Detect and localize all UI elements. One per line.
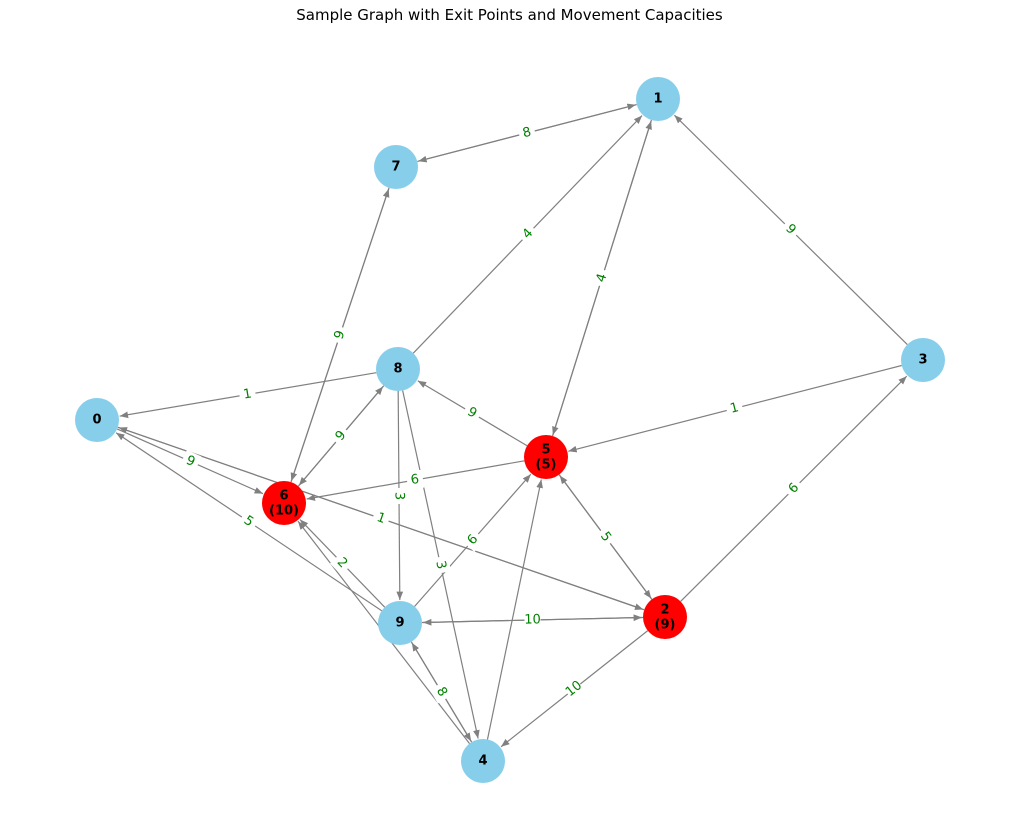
node-9: 9 — [378, 601, 422, 645]
node-circle — [461, 739, 505, 783]
node-label: 4 — [478, 754, 487, 769]
node-circle — [901, 338, 945, 382]
node-label: 6 — [279, 489, 288, 504]
node-circle — [378, 601, 422, 645]
node-6: 6(10) — [262, 481, 306, 525]
node-circle — [374, 145, 418, 189]
node-5: 5(5) — [524, 435, 568, 479]
node-4: 4 — [461, 739, 505, 783]
node-label: 3 — [918, 353, 927, 368]
node-label: 2 — [660, 603, 669, 618]
edge-label-5-6: 6 — [405, 469, 425, 491]
exit-node-circle — [524, 435, 568, 479]
chart-title: Sample Graph with Exit Points and Moveme… — [296, 6, 723, 24]
node-label: 1 — [653, 92, 662, 107]
svg-text:10: 10 — [563, 678, 585, 700]
edge-label-8-9: 3 — [389, 487, 409, 505]
node-1: 1 — [636, 77, 680, 121]
edge-labels-layer: 8424991991659153362108610 — [179, 122, 807, 704]
edge-label-3-5: 1 — [724, 397, 745, 420]
svg-text:1: 1 — [729, 400, 741, 417]
svg-text:6: 6 — [410, 472, 421, 488]
node-circle — [376, 347, 420, 391]
edge-label-2-3: 6 — [781, 476, 807, 501]
node-label: 9 — [395, 616, 404, 631]
exit-node-circle — [643, 595, 687, 639]
svg-text:1: 1 — [242, 386, 253, 402]
edge-label-8-4: 3 — [430, 555, 451, 575]
node-capacity: (9) — [655, 618, 676, 633]
svg-text:3: 3 — [432, 559, 448, 570]
edge-label-8-6: 9 — [328, 424, 354, 448]
edge-label-5-8: 9 — [460, 401, 484, 425]
node-label: 7 — [391, 160, 400, 175]
nodes-layer: 012(9)345(5)6(10)789 — [75, 77, 945, 783]
edge-label-9-5: 6 — [460, 528, 486, 552]
node-2: 2(9) — [643, 595, 687, 639]
edge-label-1-7: 8 — [516, 122, 538, 144]
edge-label-9-2: 10 — [524, 610, 541, 630]
edge-label-6-7: 9 — [328, 324, 352, 346]
node-capacity: (5) — [536, 458, 557, 473]
node-label: 0 — [92, 413, 101, 428]
node-label: 5 — [541, 443, 550, 458]
edges-layer — [115, 103, 908, 748]
edge-label-0-2: 1 — [370, 507, 392, 530]
edge-label-3-1: 9 — [778, 217, 803, 242]
edge-label-5-2: 5 — [593, 525, 618, 549]
edge-label-9-6: 2 — [329, 550, 355, 576]
edge-label-9-4: 8 — [429, 680, 454, 704]
svg-text:3: 3 — [391, 492, 406, 500]
node-8: 8 — [376, 347, 420, 391]
node-capacity: (10) — [269, 504, 299, 519]
node-label: 8 — [393, 362, 402, 377]
svg-text:10: 10 — [524, 612, 541, 627]
edge-label-2-4: 10 — [562, 676, 586, 702]
node-circle — [75, 398, 119, 442]
edge-4-to-5 — [486, 479, 543, 740]
edge-label-9-0: 5 — [236, 509, 261, 534]
edge-label-0-6: 9 — [179, 450, 202, 473]
edge-label-8-1: 4 — [515, 221, 541, 247]
edge-label-1-5: 4 — [591, 267, 613, 289]
exit-node-circle — [262, 481, 306, 525]
node-7: 7 — [374, 145, 418, 189]
svg-text:8: 8 — [521, 125, 533, 142]
node-circle — [636, 77, 680, 121]
edge-label-8-0: 1 — [238, 384, 257, 405]
node-0: 0 — [75, 398, 119, 442]
node-3: 3 — [901, 338, 945, 382]
